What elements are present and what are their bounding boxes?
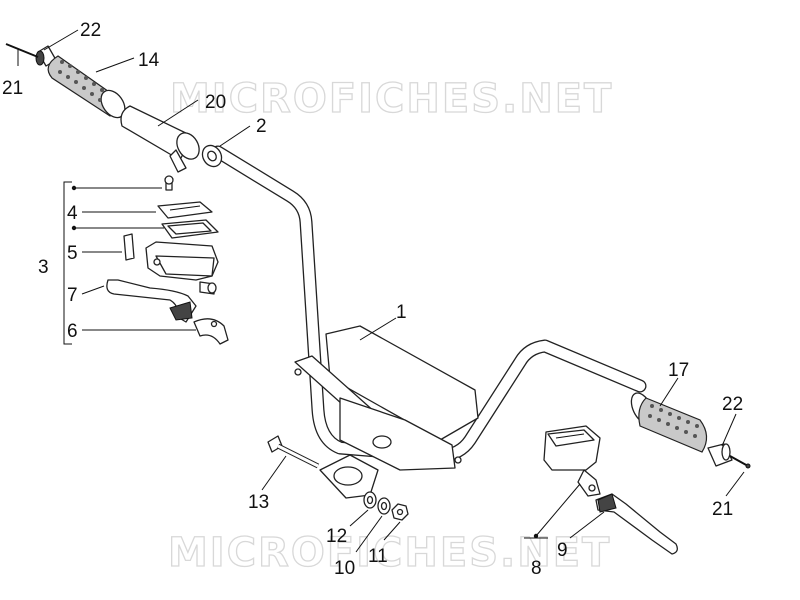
label-22-top: 22 bbox=[80, 20, 101, 41]
throttle-sleeve bbox=[120, 105, 200, 173]
handlebar bbox=[211, 145, 647, 499]
right-grip-assembly bbox=[630, 392, 751, 469]
label-8: 8 bbox=[531, 558, 542, 579]
grip-right bbox=[638, 397, 708, 453]
watermark-bottom: MICROFICHES.NET bbox=[168, 530, 611, 576]
label-22-right: 22 bbox=[722, 394, 743, 415]
left-master-cylinder bbox=[63, 175, 229, 345]
callout-labels: 22 21 14 20 2 4 3 5 7 6 1 13 12 10 11 17… bbox=[2, 20, 743, 579]
label-7: 7 bbox=[67, 285, 78, 306]
label-13: 13 bbox=[248, 492, 269, 513]
label-6: 6 bbox=[67, 321, 78, 342]
mounting-hardware bbox=[267, 435, 409, 521]
label-1: 1 bbox=[396, 302, 407, 323]
label-14: 14 bbox=[138, 50, 160, 71]
brake-lever-right bbox=[595, 493, 678, 555]
label-20: 20 bbox=[205, 92, 226, 113]
label-21-right: 21 bbox=[712, 499, 733, 520]
bolt bbox=[267, 435, 320, 469]
leader-lines bbox=[17, 29, 745, 553]
label-2: 2 bbox=[256, 116, 267, 137]
brake-lever-left bbox=[106, 279, 197, 323]
cap-screw bbox=[164, 175, 174, 191]
clamp-left bbox=[193, 318, 229, 345]
label-4: 4 bbox=[67, 203, 78, 224]
label-10: 10 bbox=[334, 558, 355, 579]
left-grip-assembly bbox=[5, 43, 223, 173]
right-master-cylinder bbox=[524, 425, 678, 555]
watermark-top: MICROFICHES.NET bbox=[170, 76, 613, 122]
label-5: 5 bbox=[67, 243, 78, 264]
label-11: 11 bbox=[368, 546, 388, 567]
label-21-top: 21 bbox=[2, 78, 23, 99]
bar-end-weight-right bbox=[707, 443, 733, 467]
label-9: 9 bbox=[557, 540, 568, 561]
grip-left bbox=[47, 55, 126, 119]
label-17: 17 bbox=[668, 360, 689, 381]
label-3: 3 bbox=[38, 257, 49, 278]
label-12: 12 bbox=[326, 526, 347, 547]
